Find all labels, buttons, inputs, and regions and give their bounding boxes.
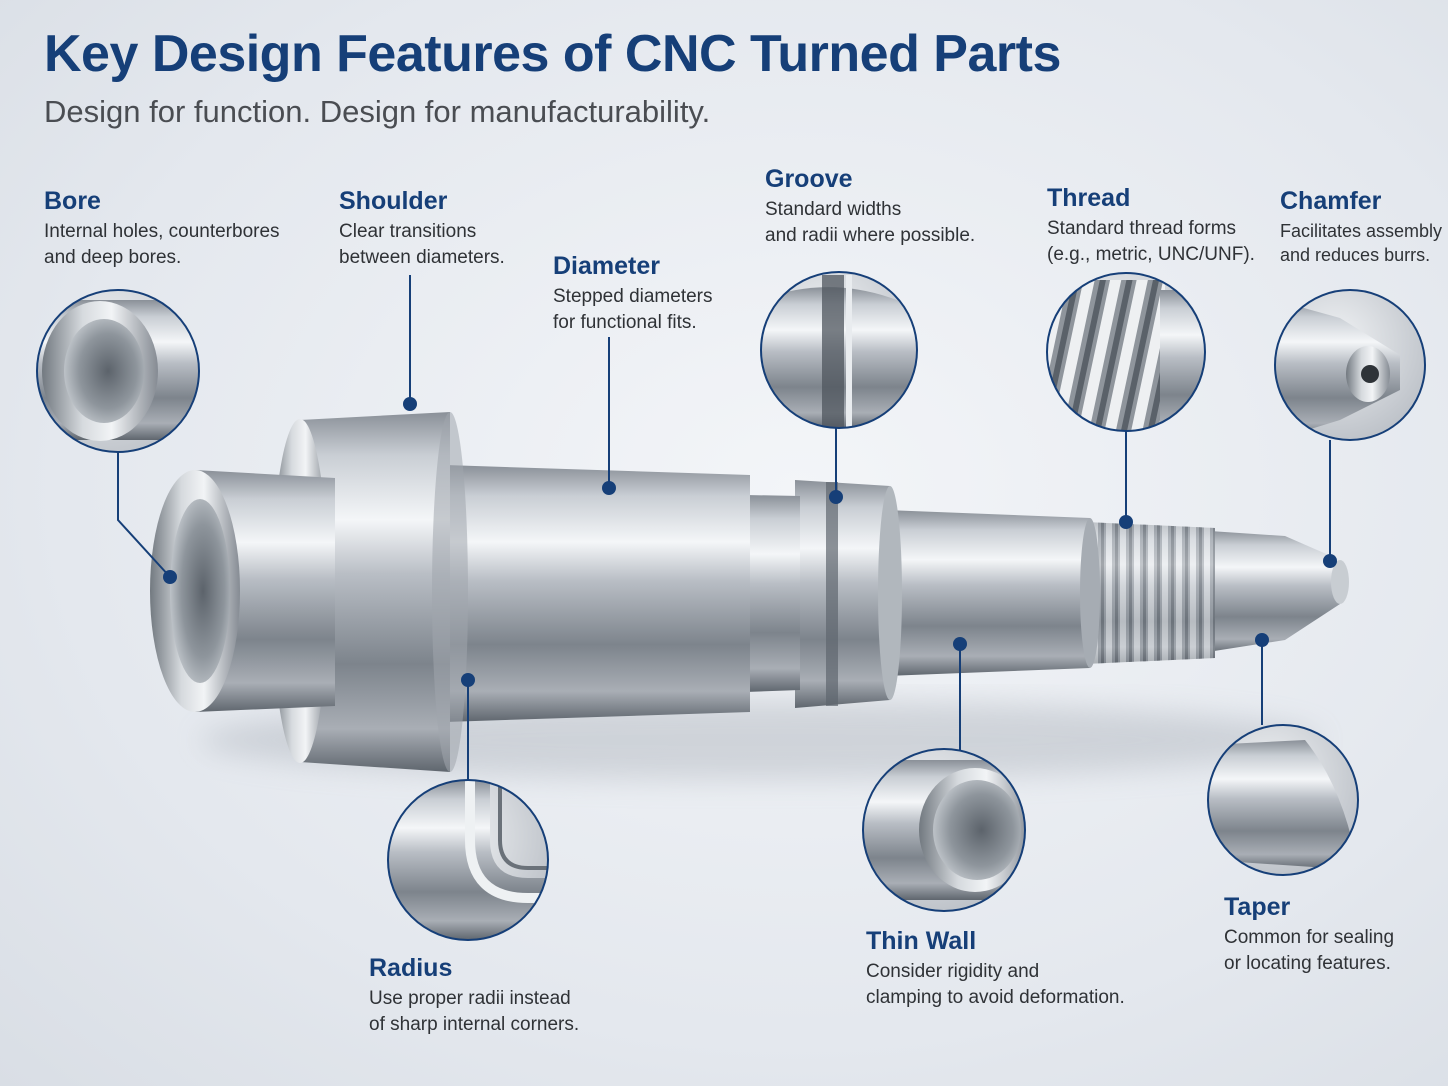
callout-thread: Thread Standard thread forms(e.g., metri…: [1047, 184, 1297, 268]
callout-title: Thread: [1047, 184, 1131, 212]
callout-title: Diameter: [553, 252, 660, 280]
callout-description: Standard thread forms(e.g., metric, UNC/…: [1047, 217, 1255, 265]
callout-title: Chamfer: [1280, 187, 1382, 215]
callout-title: Radius: [369, 954, 453, 982]
callout-title: Thin Wall: [866, 927, 977, 955]
taper-detail-circle: [1207, 724, 1359, 876]
chamfer-end-face: [1331, 560, 1349, 604]
thin-wall-detail-circle: [862, 748, 1026, 912]
small-diameter-section: [885, 510, 1090, 676]
callout-title: Taper: [1224, 893, 1291, 921]
shoulder-flange: [300, 412, 450, 772]
bore-hole: [170, 499, 230, 683]
leader-dots: [163, 397, 1337, 767]
callout-title: Groove: [765, 165, 853, 193]
page-title: Key Design Features of CNC Turned Parts: [44, 25, 1061, 83]
callout-title: Bore: [44, 187, 101, 215]
turned-shaft: [150, 412, 1349, 772]
leader-lines: [117, 275, 1331, 780]
radius-detail-circle: [387, 779, 549, 941]
bore-detail-circle: [36, 289, 200, 453]
main-diameter-section: [445, 465, 750, 722]
callout-title: Shoulder: [339, 187, 448, 215]
groove-detail-circle: [760, 271, 918, 429]
page-subtitle: Design for function. Design for manufact…: [44, 94, 711, 129]
groove-collar: [795, 480, 890, 708]
groove-channel: [826, 482, 838, 706]
chamfer-detail-circle: [1274, 289, 1426, 441]
thread-detail-circle: [1046, 272, 1206, 432]
taper-section: [1195, 530, 1340, 654]
